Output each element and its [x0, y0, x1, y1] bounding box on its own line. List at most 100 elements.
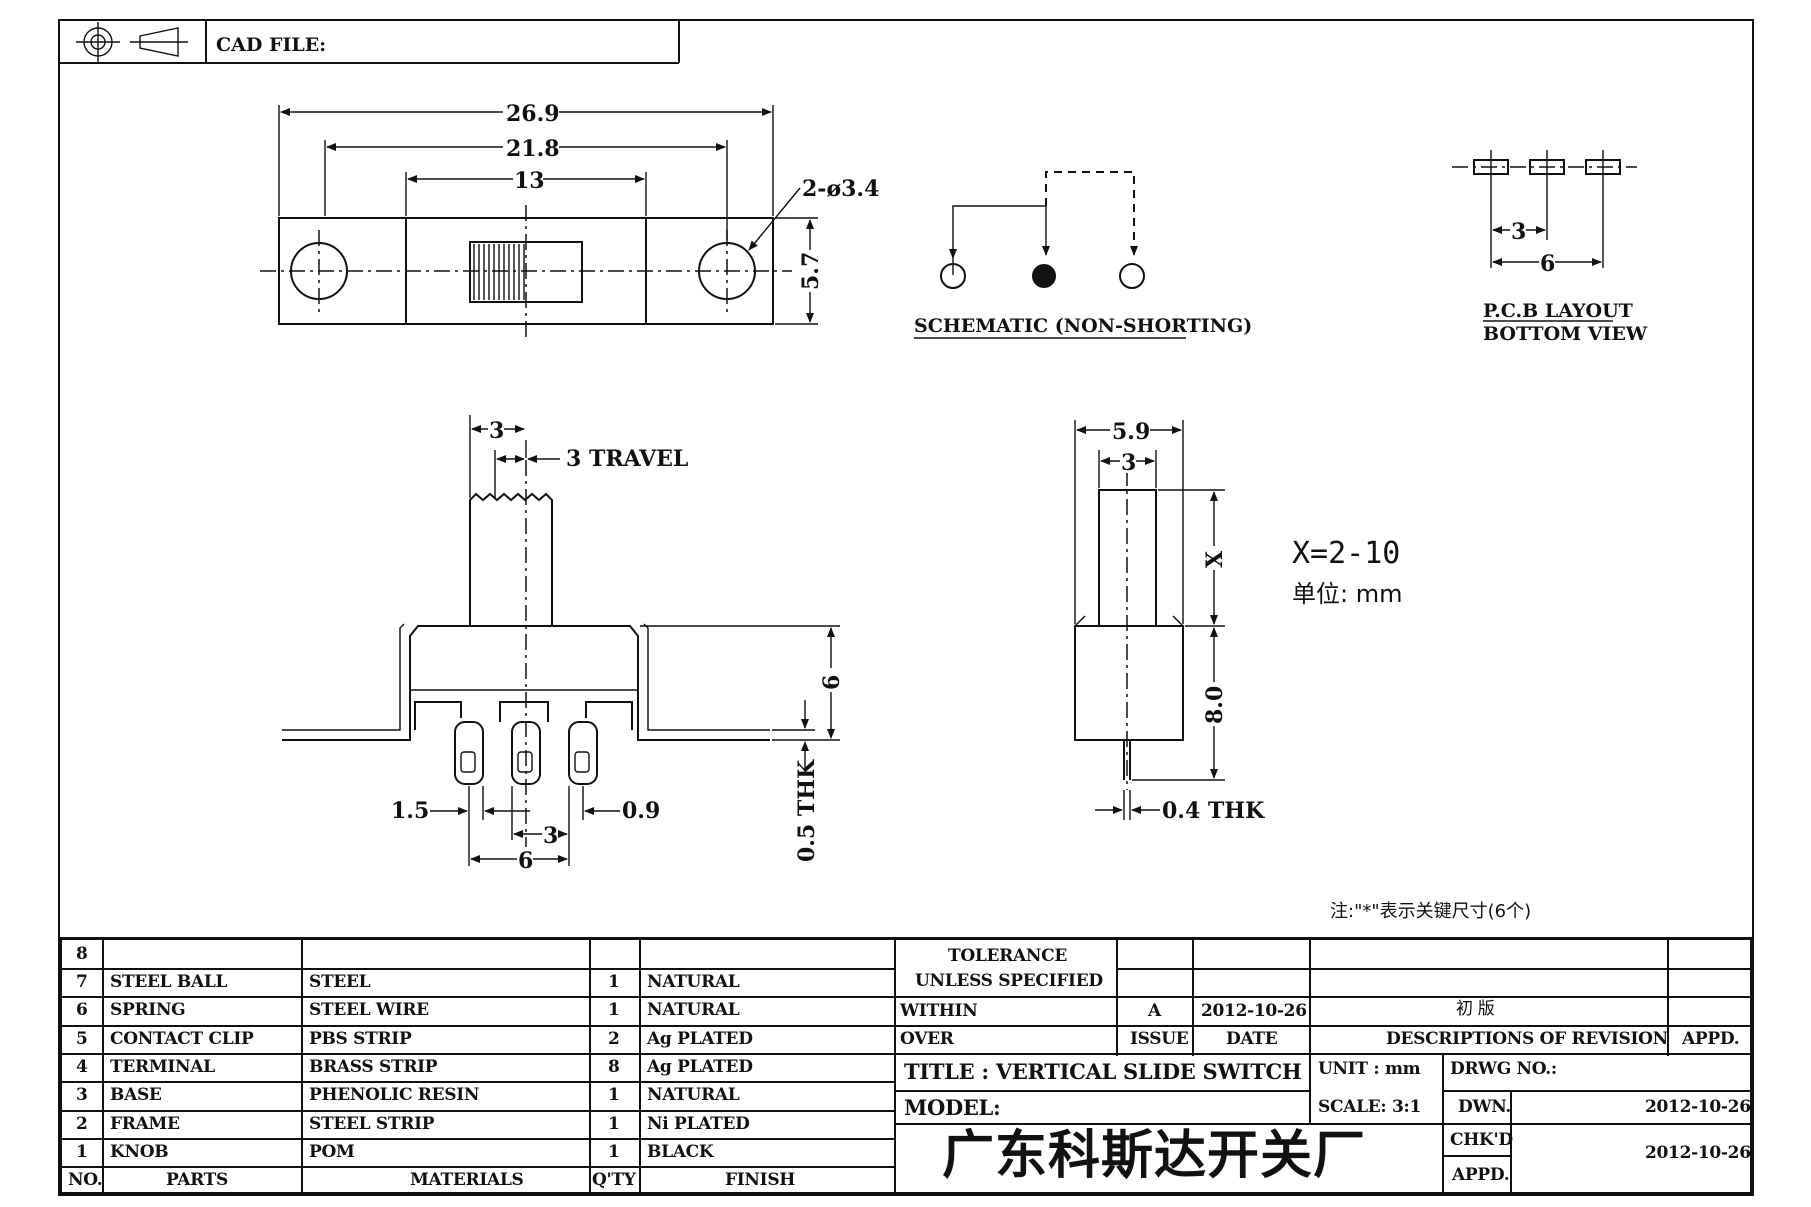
- bom-part: SPRING: [110, 1000, 186, 1020]
- bom-material: STEEL WIRE: [309, 1000, 429, 1020]
- model-label: MODEL:: [904, 1095, 1001, 1120]
- bom-finish: BLACK: [647, 1142, 714, 1162]
- schematic: SCHEMATIC (NON-SHORTING): [914, 171, 1252, 339]
- rev-date: 2012-10-26: [1201, 1001, 1307, 1021]
- front-dim-pitch: 3: [543, 823, 558, 849]
- drawing-title: TITLE : VERTICAL SLIDE SWITCH: [904, 1059, 1302, 1084]
- checked-label: CHK'D: [1450, 1130, 1513, 1150]
- bom-no: 2: [76, 1114, 88, 1134]
- issue-label: ISSUE: [1130, 1029, 1189, 1049]
- bom-no: 3: [76, 1085, 88, 1105]
- bom-qty: 2: [608, 1029, 620, 1049]
- bom-header-finish: FINISH: [725, 1170, 796, 1190]
- pcb-dim-span: 6: [1540, 251, 1555, 277]
- scale-label: SCALE: 3:1: [1318, 1097, 1422, 1117]
- date-label: DATE: [1226, 1029, 1278, 1049]
- dim-body-length: 13: [514, 168, 545, 194]
- bom-no: 8: [76, 944, 88, 964]
- bom-finish: NATURAL: [647, 972, 740, 992]
- bom-finish: NATURAL: [647, 1000, 740, 1020]
- side-dim-thk: 0.4 THK: [1162, 798, 1265, 824]
- rev-description: 初 版: [1456, 999, 1495, 1019]
- dim-mount-length: 21.8: [506, 136, 560, 162]
- checked-date: 2012-10-26: [1645, 1143, 1751, 1163]
- front-dim-travel: 3 TRAVEL: [566, 446, 688, 472]
- bom-header-material: MATERIALS: [410, 1170, 524, 1190]
- bom-qty: 1: [608, 1085, 620, 1105]
- dim-overall-length: 26.9: [506, 101, 560, 127]
- bom-qty: 1: [608, 1142, 620, 1162]
- note-key-dims: 注:"*"表示关键尺寸(6个): [1330, 901, 1531, 922]
- within-label: WITHIN: [900, 1001, 978, 1021]
- company-name: 广东科斯达开关厂: [942, 1125, 1367, 1186]
- side-dim-body: 8.0: [1202, 686, 1228, 724]
- bom-material: STEEL STRIP: [309, 1114, 435, 1134]
- bom-no: 5: [76, 1029, 88, 1049]
- bom-finish: Ag PLATED: [647, 1057, 753, 1077]
- bom-part: BASE: [110, 1085, 162, 1105]
- schematic-caption: SCHEMATIC (NON-SHORTING): [914, 315, 1252, 337]
- front-dim-thk: 0.5 THK: [794, 759, 820, 862]
- cad-file-label: CAD FILE:: [216, 34, 326, 56]
- rev-issue: A: [1148, 1001, 1161, 1021]
- bom-material: PBS STRIP: [309, 1029, 412, 1049]
- approved-label: APPD.: [1682, 1029, 1740, 1049]
- bom-finish: Ni PLATED: [647, 1114, 750, 1134]
- bom-material: PHENOLIC RESIN: [309, 1085, 480, 1105]
- bom-part: TERMINAL: [110, 1057, 215, 1077]
- bom-finish: Ag PLATED: [647, 1029, 753, 1049]
- front-dim-pin-width: 1.5: [391, 798, 429, 824]
- bom-qty: 1: [608, 972, 620, 992]
- bom-part: STEEL BALL: [110, 972, 228, 992]
- description-label: DESCRIPTIONS OF REVISION: [1386, 1029, 1668, 1049]
- pcb-dim-pitch: 3: [1511, 219, 1526, 245]
- bom-material: BRASS STRIP: [309, 1057, 438, 1077]
- unit-label: UNIT : mm: [1318, 1059, 1421, 1079]
- front-dim-span: 6: [518, 848, 533, 874]
- bom-no: 6: [76, 1000, 88, 1020]
- bom-part: FRAME: [110, 1114, 180, 1134]
- bom-qty: 8: [608, 1057, 620, 1077]
- sheet-border: [58, 19, 1754, 1196]
- pcb-caption-line2: BOTTOM VIEW: [1483, 323, 1648, 345]
- bom-material: STEEL: [309, 972, 371, 992]
- front-dim-knob: 3: [489, 418, 504, 444]
- side-dim-knob: 3: [1121, 450, 1136, 476]
- approved-label-2: APPD.: [1452, 1165, 1510, 1185]
- bom-no: 4: [76, 1057, 88, 1077]
- drawn-label: DWN.: [1458, 1097, 1512, 1117]
- bom-part: CONTACT CLIP: [110, 1029, 254, 1049]
- side-view: 5.9 3 X 8.0 0.4 THK: [1074, 418, 1265, 824]
- bom-qty: 1: [608, 1114, 620, 1134]
- bom-part: KNOB: [110, 1142, 169, 1162]
- title-block: 8 7 STEEL BALL STEEL 1 NATURAL 6 SPRING …: [59, 937, 1753, 1195]
- dim-height: 5.7: [798, 252, 824, 290]
- tolerance-qualifier: UNLESS SPECIFIED: [915, 971, 1103, 991]
- bom-finish: NATURAL: [647, 1085, 740, 1105]
- tolerance-label: TOLERANCE: [948, 946, 1068, 966]
- bom-no: 1: [76, 1142, 88, 1162]
- bom-header-no: NO.: [68, 1170, 103, 1190]
- bom-header-qty: Q'TY: [592, 1170, 636, 1190]
- note-unit: 单位: mm: [1292, 580, 1402, 608]
- bom-qty: 1: [608, 1000, 620, 1020]
- side-dim-x: X: [1202, 550, 1228, 568]
- bom-header-part: PARTS: [166, 1170, 228, 1190]
- terminal-common-icon: [1032, 264, 1056, 288]
- over-label: OVER: [900, 1029, 954, 1049]
- bom-material: POM: [309, 1142, 355, 1162]
- side-dim-width: 5.9: [1112, 419, 1150, 445]
- note-x-range: X=2-10: [1292, 536, 1400, 571]
- header-box: CAD FILE:: [59, 20, 680, 64]
- third-angle-projection-icon: [76, 22, 188, 62]
- front-dim-pin-gap: 0.9: [622, 798, 660, 824]
- pcb-layout: 3 6 P.C.B LAYOUT BOTTOM VIEW: [1452, 150, 1648, 345]
- terminal-open-icon: [1119, 263, 1145, 289]
- bom-no: 7: [76, 972, 88, 992]
- terminal-open-icon: [940, 263, 966, 289]
- front-dim-body-height: 6: [819, 675, 845, 690]
- dim-holes: 2-ø3.4: [802, 176, 879, 202]
- drawn-date: 2012-10-26: [1645, 1097, 1751, 1117]
- pcb-caption-line1: P.C.B LAYOUT: [1483, 300, 1633, 322]
